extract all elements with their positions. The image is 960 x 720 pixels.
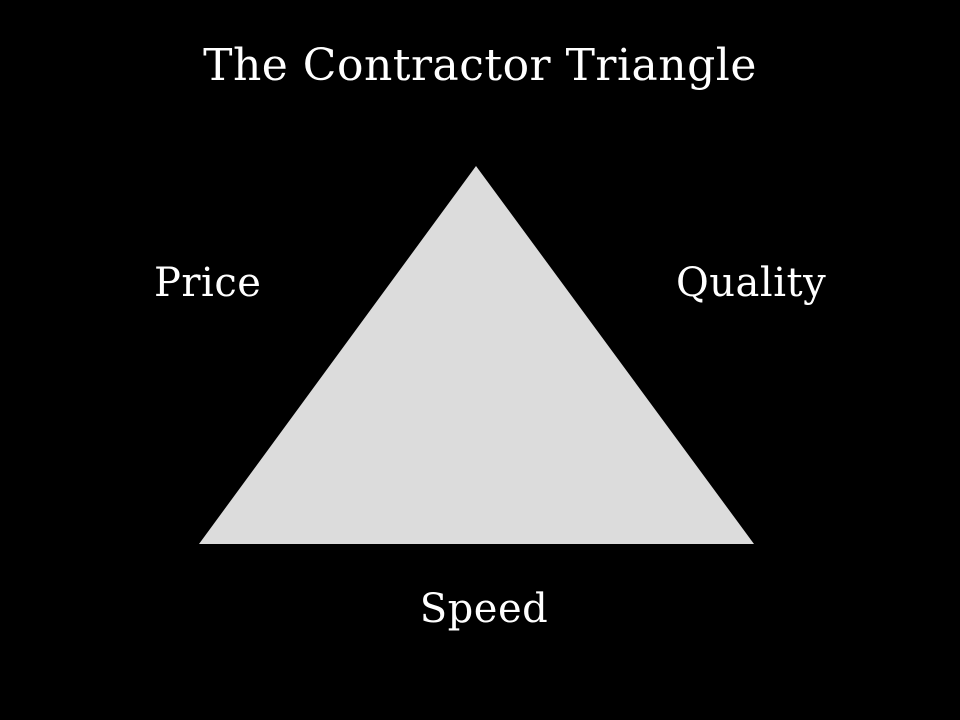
triangle-shape bbox=[199, 166, 754, 544]
slide-title: The Contractor Triangle bbox=[203, 40, 757, 91]
price-label: Price bbox=[154, 260, 262, 306]
speed-label: Speed bbox=[419, 586, 549, 632]
quality-label: Quality bbox=[676, 260, 827, 306]
